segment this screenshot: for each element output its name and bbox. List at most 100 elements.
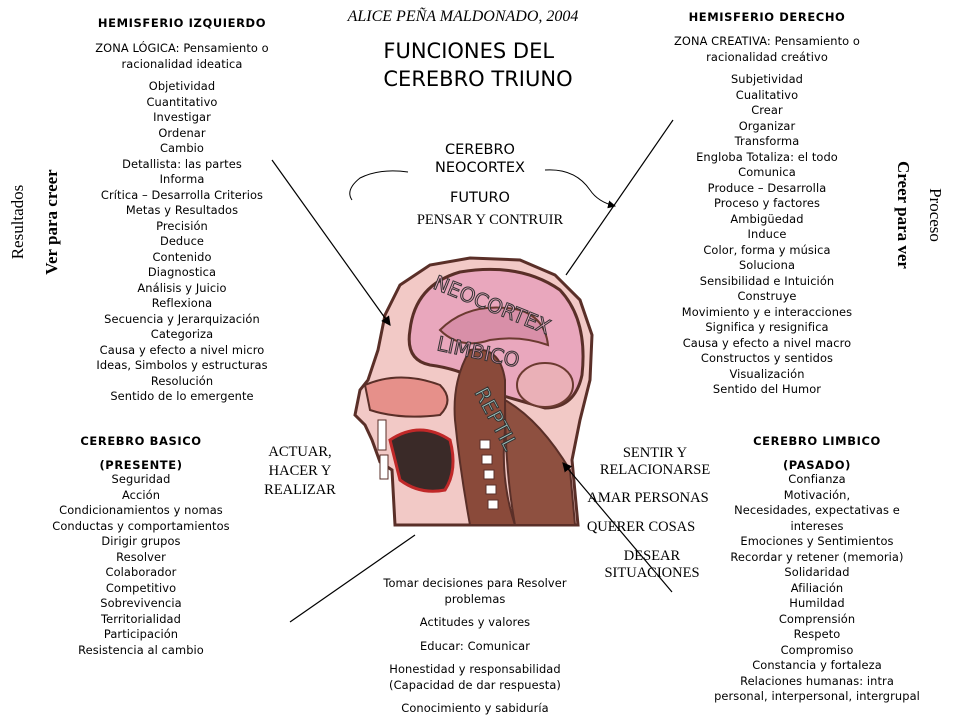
right-hemisphere-header: HEMISFERIO DERECHO — [688, 10, 846, 24]
list-item: Solidaridad — [784, 565, 850, 579]
desear-line: SITUACIONES — [604, 565, 700, 581]
list-item: Causa y efecto a nivel micro — [99, 342, 265, 357]
limbico-header: CEREBRO LIMBICO — [753, 434, 881, 448]
neocortex-label: CEREBRO NEOCORTEX — [435, 141, 525, 177]
neocortex-label-line: CEREBRO — [445, 142, 515, 158]
list-item: Crear — [751, 103, 783, 117]
list-item: Informa — [159, 172, 205, 186]
amar-label: AMAR PERSONAS — [587, 490, 709, 506]
list-item: Respeto — [793, 627, 841, 641]
list-item: Cualitativo — [735, 87, 799, 102]
list-item: Causa y efecto a nivel macro — [682, 335, 852, 350]
list-item: Metas y Resultados — [125, 203, 239, 217]
list-item: Comunica — [738, 165, 796, 179]
list-item: Participación — [103, 627, 179, 641]
list-item: Análisis y Juicio — [137, 280, 227, 295]
list-item: Crítica – Desarrolla Criterios — [100, 187, 264, 202]
list-item: Ideas, Simbolos y estructuras — [96, 358, 268, 372]
bottom-list: Tomar decisiones para Resolver problemas… — [375, 576, 575, 717]
list-item: Reflexiona — [151, 296, 213, 310]
list-item: Resolver — [116, 549, 166, 564]
list-item: Cambio — [159, 141, 204, 155]
list-item: Objetividad — [148, 79, 216, 93]
list-item: Organizar — [738, 118, 796, 133]
list-item: Soluciona — [738, 258, 796, 272]
list-item: Condicionamientos y nomas — [59, 503, 223, 517]
list-item: Transforma — [734, 134, 800, 148]
list-item: Engloba Totaliza: el todo — [696, 149, 838, 164]
list-item: Color, forma y música — [703, 242, 831, 257]
list-item: Comprensión — [778, 611, 856, 626]
list-item: Induce — [747, 227, 787, 241]
ver-para-creer-label: Ver para creer — [42, 169, 61, 275]
list-item: Deduce — [159, 234, 205, 248]
arrow-left-hemisphere — [271, 159, 391, 326]
desear-line: DESEAR — [623, 548, 681, 564]
list-item: Motivación, — [783, 487, 851, 502]
line-basico — [289, 534, 416, 623]
resultados-label: Resultados — [8, 184, 27, 260]
list-item: personal, interpersonal, intergrupal — [714, 689, 920, 703]
list-item: Sobrevivencia — [100, 596, 182, 610]
list-item: Investigar — [153, 110, 211, 124]
list-item: Afiliación — [790, 580, 844, 595]
left-hemisphere-header: HEMISFERIO IZQUIERDO — [97, 16, 267, 30]
arrow-limbico — [562, 462, 673, 593]
list-item: Sentido del Humor — [712, 382, 822, 396]
list-item: Seguridad — [111, 472, 171, 486]
list-item: Dirigir grupos — [101, 534, 181, 548]
list-item: Produce – Desarrolla — [707, 180, 827, 195]
list-item: Confianza — [788, 472, 846, 486]
list-item: Contenido — [152, 249, 212, 264]
bottom-item: Educar: Comunicar — [419, 638, 531, 653]
desear-label: DESEAR SITUACIONES — [604, 548, 699, 582]
actuar-line: ACTUAR, — [268, 444, 332, 460]
list-item: Sentido de lo emergente — [110, 389, 254, 403]
zona-line: ZONA CREATIVA: Pensamiento o — [673, 34, 861, 48]
list-item: Colaborador — [105, 565, 177, 579]
list-item: Relaciones humanas: intra — [740, 673, 894, 688]
head-illustration: NEOCORTEX LIMBICO REPTIL — [353, 256, 594, 527]
limbico-sub: (PASADO) — [782, 458, 852, 472]
pensar-label: PENSAR Y CONTRUIR — [416, 212, 564, 228]
proceso-label: Proceso — [926, 188, 945, 242]
bottom-item: Tomar decisiones para Resolver — [383, 576, 567, 590]
line-right-hemisphere — [565, 119, 674, 276]
bottom-item: Conocimiento y sabiduría — [401, 701, 549, 715]
arrow-curve-left — [349, 170, 409, 201]
title-line: FUNCIONES DEL — [383, 39, 555, 63]
list-item: Conductas y comportamientos — [52, 518, 230, 533]
querer-label: QUERER COSAS — [586, 519, 696, 535]
basico-header: CEREBRO BASICO — [80, 434, 202, 448]
neocortex-label-line: NEOCORTEX — [435, 160, 525, 176]
title-line: CEREBRO TRIUNO — [383, 67, 573, 91]
sentir-line: SENTIR Y — [622, 445, 688, 461]
list-item: Cuantitativo — [146, 94, 218, 109]
zona-line: racionalidad ideatica — [121, 57, 243, 71]
list-item: Proceso y factores — [713, 196, 821, 210]
actuar-line: HACER Y — [268, 463, 332, 479]
list-item: Subjetividad — [730, 72, 804, 86]
list-item: Territorialidad — [101, 611, 181, 626]
author-credit: ALICE PEÑA MALDONADO, 2004 — [347, 8, 579, 25]
list-item: Humildad — [789, 596, 845, 610]
list-item: Emociones y Sentimientos — [740, 534, 894, 548]
arrow-curve-right — [544, 169, 616, 209]
list-item: Secuencia y Jerarquización — [104, 311, 260, 326]
bottom-item: Actitudes y valores — [419, 615, 531, 629]
sentir-line: RELACIONARSE — [599, 462, 711, 478]
basico-sub: (PRESENTE) — [99, 458, 183, 472]
list-item: Visualización — [729, 366, 805, 381]
list-item: Compromiso — [780, 642, 854, 657]
list-item: intereses — [790, 518, 844, 533]
bottom-item: Honestidad y responsabilidad — [389, 662, 561, 676]
list-item: Categoriza — [150, 327, 214, 341]
